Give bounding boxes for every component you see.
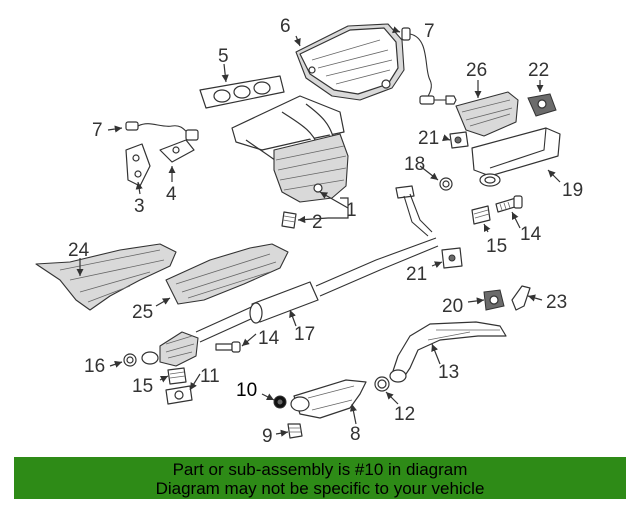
part-26-heat-shield[interactable] bbox=[455, 91, 519, 137]
callout-23: 23 bbox=[546, 292, 567, 313]
callout-12: 12 bbox=[394, 404, 415, 425]
part-7-oxygen-sensor-left[interactable] bbox=[125, 121, 199, 141]
callout-21-upper: 21 bbox=[418, 128, 439, 149]
callout-25: 25 bbox=[132, 302, 153, 323]
part-16-gasket[interactable] bbox=[123, 353, 137, 367]
callout-7-left: 7 bbox=[92, 120, 103, 141]
callout-7-upper: 7 bbox=[424, 21, 435, 42]
callout-18: 18 bbox=[404, 154, 425, 175]
part-7-oxygen-sensor-upper[interactable] bbox=[401, 27, 457, 105]
part-18-gasket[interactable] bbox=[439, 177, 453, 191]
part-1-manifold-catalytic-converter[interactable] bbox=[231, 95, 349, 203]
part-13-tail-pipe[interactable] bbox=[389, 321, 507, 383]
callout-3: 3 bbox=[134, 196, 145, 217]
part-2-stud[interactable] bbox=[281, 211, 297, 229]
callout-5: 5 bbox=[218, 46, 229, 67]
banner-line-part: Part or sub-assembly is #10 in diagram bbox=[172, 460, 468, 479]
callout-22: 22 bbox=[528, 60, 549, 81]
callout-9: 9 bbox=[262, 426, 273, 447]
callout-24: 24 bbox=[68, 240, 90, 261]
callout-2: 2 bbox=[312, 212, 323, 233]
part-23-hanger-bracket[interactable] bbox=[511, 285, 531, 311]
callout-15-left: 15 bbox=[132, 376, 153, 397]
part-info-banner: Part or sub-assembly is #10 in diagram D… bbox=[14, 457, 626, 499]
part-25-heat-shield[interactable] bbox=[165, 243, 289, 305]
exhaust-parts-diagram: 6 7 5 7 3 4 1 2 26 22 21 18 19 14 15 21 … bbox=[35, 16, 583, 447]
callout-15-right: 15 bbox=[486, 236, 507, 257]
part-5-manifold-gasket[interactable] bbox=[199, 75, 285, 109]
part-22-rubber-mount[interactable] bbox=[527, 93, 557, 117]
leader-lines bbox=[76, 26, 561, 437]
callout-4: 4 bbox=[166, 184, 177, 205]
callout-1: 1 bbox=[346, 200, 357, 221]
part-24-heat-shield[interactable] bbox=[35, 243, 177, 311]
part-6-manifold-cover[interactable] bbox=[295, 23, 405, 101]
part-10-nut[interactable] bbox=[273, 395, 287, 409]
callout-14-left: 14 bbox=[258, 328, 280, 349]
part-20-rubber-mount[interactable] bbox=[483, 289, 505, 311]
callout-20: 20 bbox=[442, 296, 463, 317]
part-9-bolt[interactable] bbox=[287, 423, 303, 439]
part-14-bolt-right[interactable] bbox=[495, 195, 523, 213]
callout-16: 16 bbox=[84, 356, 105, 377]
callout-10: 10 bbox=[236, 380, 257, 401]
part-15-spring-right[interactable] bbox=[471, 205, 491, 225]
callout-14-right: 14 bbox=[520, 224, 542, 245]
part-3-bracket[interactable] bbox=[125, 143, 151, 187]
callout-labels: 6 7 5 7 3 4 1 2 26 22 21 18 19 14 15 21 … bbox=[68, 16, 583, 447]
callout-19: 19 bbox=[562, 180, 583, 201]
part-8-flex-pipe[interactable] bbox=[290, 379, 367, 419]
part-12-gasket[interactable] bbox=[374, 376, 390, 392]
callout-21-lower: 21 bbox=[406, 264, 427, 285]
exhaust-pipe-upper bbox=[395, 185, 433, 237]
part-15-spring-left[interactable] bbox=[167, 367, 187, 385]
callout-17: 17 bbox=[294, 324, 315, 345]
callout-8: 8 bbox=[350, 424, 361, 445]
part-21-mount-upper[interactable] bbox=[449, 131, 469, 149]
catalytic-converter-lower bbox=[141, 331, 199, 367]
part-19-muffler[interactable] bbox=[471, 127, 561, 187]
part-17-center-pipe[interactable] bbox=[195, 237, 439, 343]
banner-line-disclaimer: Diagram may not be specific to your vehi… bbox=[155, 479, 485, 498]
callout-26: 26 bbox=[466, 60, 487, 81]
part-11-gasket[interactable] bbox=[165, 385, 193, 405]
part-4-bracket[interactable] bbox=[159, 139, 195, 163]
callout-13: 13 bbox=[438, 362, 459, 383]
callout-6: 6 bbox=[280, 16, 291, 37]
callout-11: 11 bbox=[200, 366, 220, 387]
part-14-bolt-left[interactable] bbox=[215, 341, 241, 353]
part-21-mount-lower[interactable] bbox=[441, 247, 463, 269]
